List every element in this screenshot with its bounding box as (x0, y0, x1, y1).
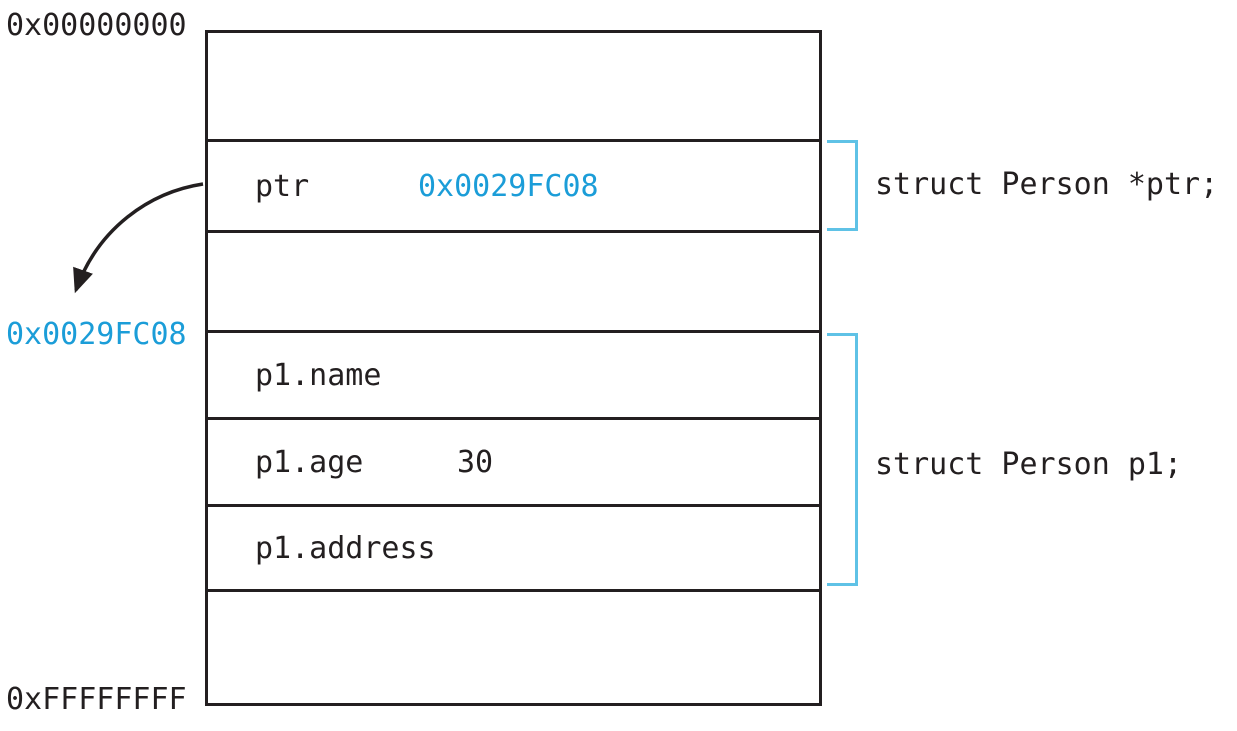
cell-ptr-label: ptr (255, 168, 310, 204)
cell-ptr-value: 0x0029FC08 (418, 168, 599, 204)
memory-cell-p1-name: p1.name (208, 333, 819, 420)
bracket-p1 (827, 333, 858, 586)
cell-p1-address-label: p1.address (255, 530, 436, 566)
memory-cell-empty-middle (208, 233, 819, 333)
declaration-p1: struct Person p1; (875, 447, 1183, 482)
cell-p1-age-label: p1.age (255, 444, 364, 480)
memory-cell-empty-bottom (208, 592, 819, 703)
cell-p1-age-value: 30 (457, 444, 494, 480)
bracket-ptr (827, 140, 858, 231)
cell-p1-name-label: p1.name (255, 357, 382, 393)
address-label-bottom: 0xFFFFFFFF (6, 682, 187, 717)
address-label-pointer-target: 0x0029FC08 (6, 317, 187, 352)
memory-cell-ptr: ptr 0x0029FC08 (208, 142, 819, 233)
memory-cell-p1-age: p1.age 30 (208, 420, 819, 507)
memory-box: ptr 0x0029FC08 p1.name p1.age 30 p1.addr… (205, 30, 822, 706)
declaration-ptr: struct Person *ptr; (875, 167, 1219, 202)
memory-cell-empty-top (208, 33, 819, 142)
address-label-top: 0x00000000 (6, 8, 187, 43)
memory-cell-p1-address: p1.address (208, 507, 819, 592)
